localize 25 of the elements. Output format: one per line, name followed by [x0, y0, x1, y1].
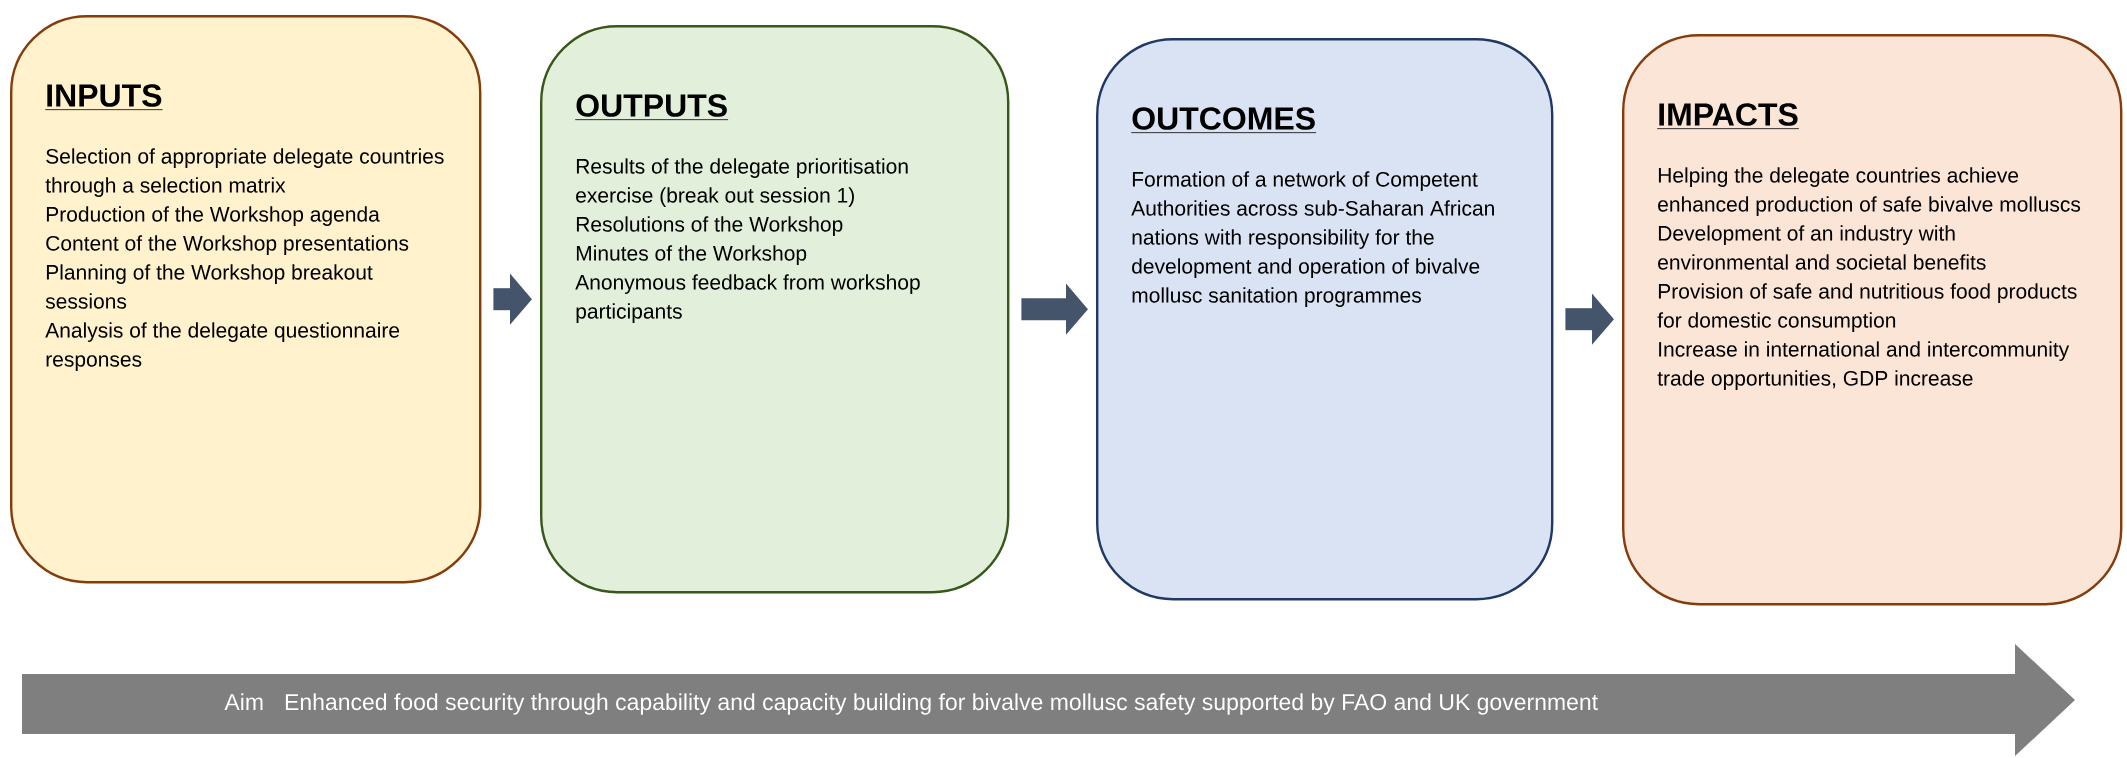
list-item: Analysis of the delegate questionnaire responses — [45, 322, 400, 371]
heading: INPUTS — [44, 84, 163, 111]
list-item: Content of the Workshop presentations — [46, 235, 409, 255]
heading: OUTCOMES — [1130, 107, 1317, 134]
process-box — [10, 15, 482, 584]
list-item: Resolutions of the Workshop — [576, 216, 843, 236]
list-item: Anonymous feedback from workshop participants — [575, 274, 920, 323]
process-box — [1622, 34, 2123, 606]
list-item: Results of the delegate prioritisation exercise (break out session 1) — [576, 158, 908, 207]
aim-arrow — [22, 644, 2075, 756]
process-box — [1096, 38, 1554, 601]
heading: OUTPUTS — [574, 94, 729, 121]
list-item: Provision of safe and nutritious food products for domestic consumption — [1657, 283, 2077, 332]
list-item: Selection of appropriate delegate countries through a selection matrix — [45, 148, 444, 197]
list-item: Development of an industry with environmental and societal benefits — [1658, 225, 1986, 270]
list-item: Increase in international and intercommunity trade opportunities, GDP increase — [1657, 341, 2070, 390]
list-item: Production of the Workshop agenda — [46, 206, 380, 226]
list-item: Formation of a network of Competent Authorities across sub-Saharan African nations with responsibility for the development and operation of bivalve mollusc sanitation programmes — [1131, 171, 1494, 307]
aim-label: Aim — [224, 693, 263, 710]
list-item: Helping the delegate countries achieve enhanced production of safe bivalve molluscs — [1658, 167, 2081, 216]
process-box — [540, 25, 1010, 594]
aim-text: Enhanced food security through capability and capacity building for bivalve mollusc safety supported by FAO and UK government — [285, 693, 1598, 715]
list-item: Planning of the Workshop breakout sessions — [45, 264, 373, 309]
list-item: Minutes of the Workshop — [576, 245, 807, 265]
heading: IMPACTS — [1656, 103, 1800, 130]
